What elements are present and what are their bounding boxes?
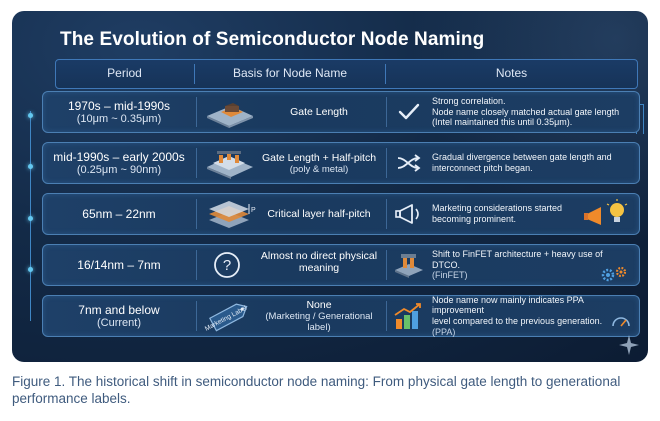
basis-cell: Gate Length + Half-pitch (poly & metal) — [253, 143, 385, 183]
diverging-arrows-icon — [397, 154, 421, 172]
note-line: Node name closely matched actual gate le… — [432, 106, 620, 117]
basis-main: Critical layer half-pitch — [267, 208, 371, 220]
performance-bars-icon — [394, 303, 421, 329]
note-line: Strong correlation. — [432, 96, 506, 107]
question-glyph: ? — [223, 257, 231, 274]
column-divider — [196, 97, 197, 127]
basis-sub: meaning — [298, 262, 340, 274]
basis-main: Gate Length — [290, 106, 348, 118]
notes-cell: Shift to FinFET architecture + heavy use… — [432, 245, 632, 285]
period-main: mid-1990s – early 2000s — [53, 149, 185, 164]
table-row: 16/14nm – 7nm ? Almost no direct physica… — [42, 244, 640, 286]
column-divider — [386, 250, 387, 280]
period-range: (0.25μm ~ 90nm) — [76, 163, 162, 176]
right-connector-line — [643, 104, 644, 134]
figure-caption: Figure 1. The historical shift in semico… — [12, 374, 621, 406]
notes-cell: Gradual divergence between gate length a… — [432, 143, 632, 183]
notes-cell: Marketing considerations started becomin… — [432, 194, 632, 234]
note-line: (FinFET) — [432, 270, 468, 281]
marketing-label-tag-icon: Marketing Label — [204, 303, 248, 332]
basis-cell: Critical layer half-pitch — [253, 194, 385, 234]
speedometer-icon — [612, 317, 630, 327]
period-cell: 65nm – 22nm — [43, 194, 195, 234]
note-line: level compared to the previous generatio… — [432, 316, 603, 326]
table-header: Period Basis for Node Name Notes — [55, 59, 638, 89]
sparkle-icon — [619, 335, 639, 355]
period-cell: 7nm and below (Current) — [43, 296, 195, 336]
column-divider — [196, 148, 197, 178]
transistor-gate-icon — [207, 103, 253, 128]
column-divider — [386, 148, 387, 178]
basis-cell: Almost no direct physical meaning — [253, 245, 385, 285]
note-line: (PPA) — [432, 326, 456, 337]
column-divider — [196, 199, 197, 229]
column-divider — [386, 301, 387, 331]
table-row: mid-1990s – early 2000s (0.25μm ~ 90nm) … — [42, 142, 640, 184]
header-divider — [194, 64, 195, 84]
basis-sub: (Marketing / Generational label) — [265, 311, 373, 333]
note-line: Shift to FinFET architecture + heavy use… — [432, 249, 603, 270]
connector-dot — [28, 216, 33, 221]
chip-layers-icon — [207, 151, 253, 179]
connector-dot — [28, 267, 33, 272]
megaphone-icon — [395, 204, 419, 224]
basis-main: Gate Length + Half-pitch — [261, 151, 377, 164]
question-mark-icon: ? — [214, 252, 240, 278]
connector-dot — [28, 113, 33, 118]
header-divider — [385, 64, 386, 84]
period-main: 7nm and below — [78, 302, 160, 317]
period-cell: mid-1990s – early 2000s (0.25μm ~ 90nm) — [43, 143, 195, 183]
notes-cell: Strong correlation. Node name closely ma… — [432, 92, 632, 132]
connector-dot — [28, 164, 33, 169]
period-main: 1970s – mid-1990s — [67, 98, 171, 113]
pitch-label: P — [251, 207, 256, 214]
period-main: 16/14nm – 7nm — [77, 258, 161, 272]
basis-sub: (poly & metal) — [289, 163, 349, 175]
column-divider — [386, 199, 387, 229]
basis-cell: Gate Length — [253, 92, 385, 132]
table-row: 65nm – 22nm P Critical layer half-pitch … — [42, 193, 640, 235]
note-line: Node name now mainly indicates PPA impro… — [432, 294, 584, 316]
basis-cell: None (Marketing / Generational label) — [253, 296, 385, 336]
table-row: 1970s – mid-1990s (10μm ~ 0.35μm) Gate L… — [42, 91, 640, 133]
note-line: Marketing considerations started — [432, 203, 563, 214]
checkmark-icon — [398, 103, 420, 120]
page-title: The Evolution of Semiconductor Node Nami… — [60, 29, 485, 50]
column-divider — [196, 250, 197, 280]
right-connector-line — [636, 104, 644, 105]
header-period: Period — [107, 66, 142, 80]
header-notes: Notes — [495, 66, 528, 80]
basis-main: Almost no direct physical — [260, 250, 378, 262]
infographic-card: The Evolution of Semiconductor Node Nami… — [12, 11, 648, 362]
table-row: 7nm and below (Current) Marketing Label … — [42, 295, 640, 337]
period-range: (10μm ~ 0.35μm) — [76, 112, 162, 125]
note-line: (Intel maintained this until 0.35μm). — [432, 117, 573, 128]
gears-icon — [601, 266, 627, 282]
basis-main: None — [306, 299, 332, 311]
half-pitch-layers-icon: P — [209, 201, 256, 228]
period-cell: 1970s – mid-1990s (10μm ~ 0.35μm) — [43, 92, 195, 132]
notes-cell: Node name now mainly indicates PPA impro… — [432, 294, 632, 337]
note-line: becoming prominent. — [432, 214, 517, 224]
period-main: 65nm – 22nm — [82, 207, 156, 221]
note-line: interconnect pitch began. — [432, 163, 533, 173]
finfet-chip-icon — [395, 254, 423, 278]
note-line: Gradual divergence between gate length a… — [432, 152, 612, 163]
period-cell: 16/14nm – 7nm — [43, 245, 195, 285]
column-divider — [386, 97, 387, 127]
header-basis: Basis for Node Name — [232, 66, 348, 80]
column-divider — [196, 301, 197, 331]
period-range: (Current) — [96, 316, 141, 329]
megaphone-lightbulb-icon — [584, 199, 628, 225]
